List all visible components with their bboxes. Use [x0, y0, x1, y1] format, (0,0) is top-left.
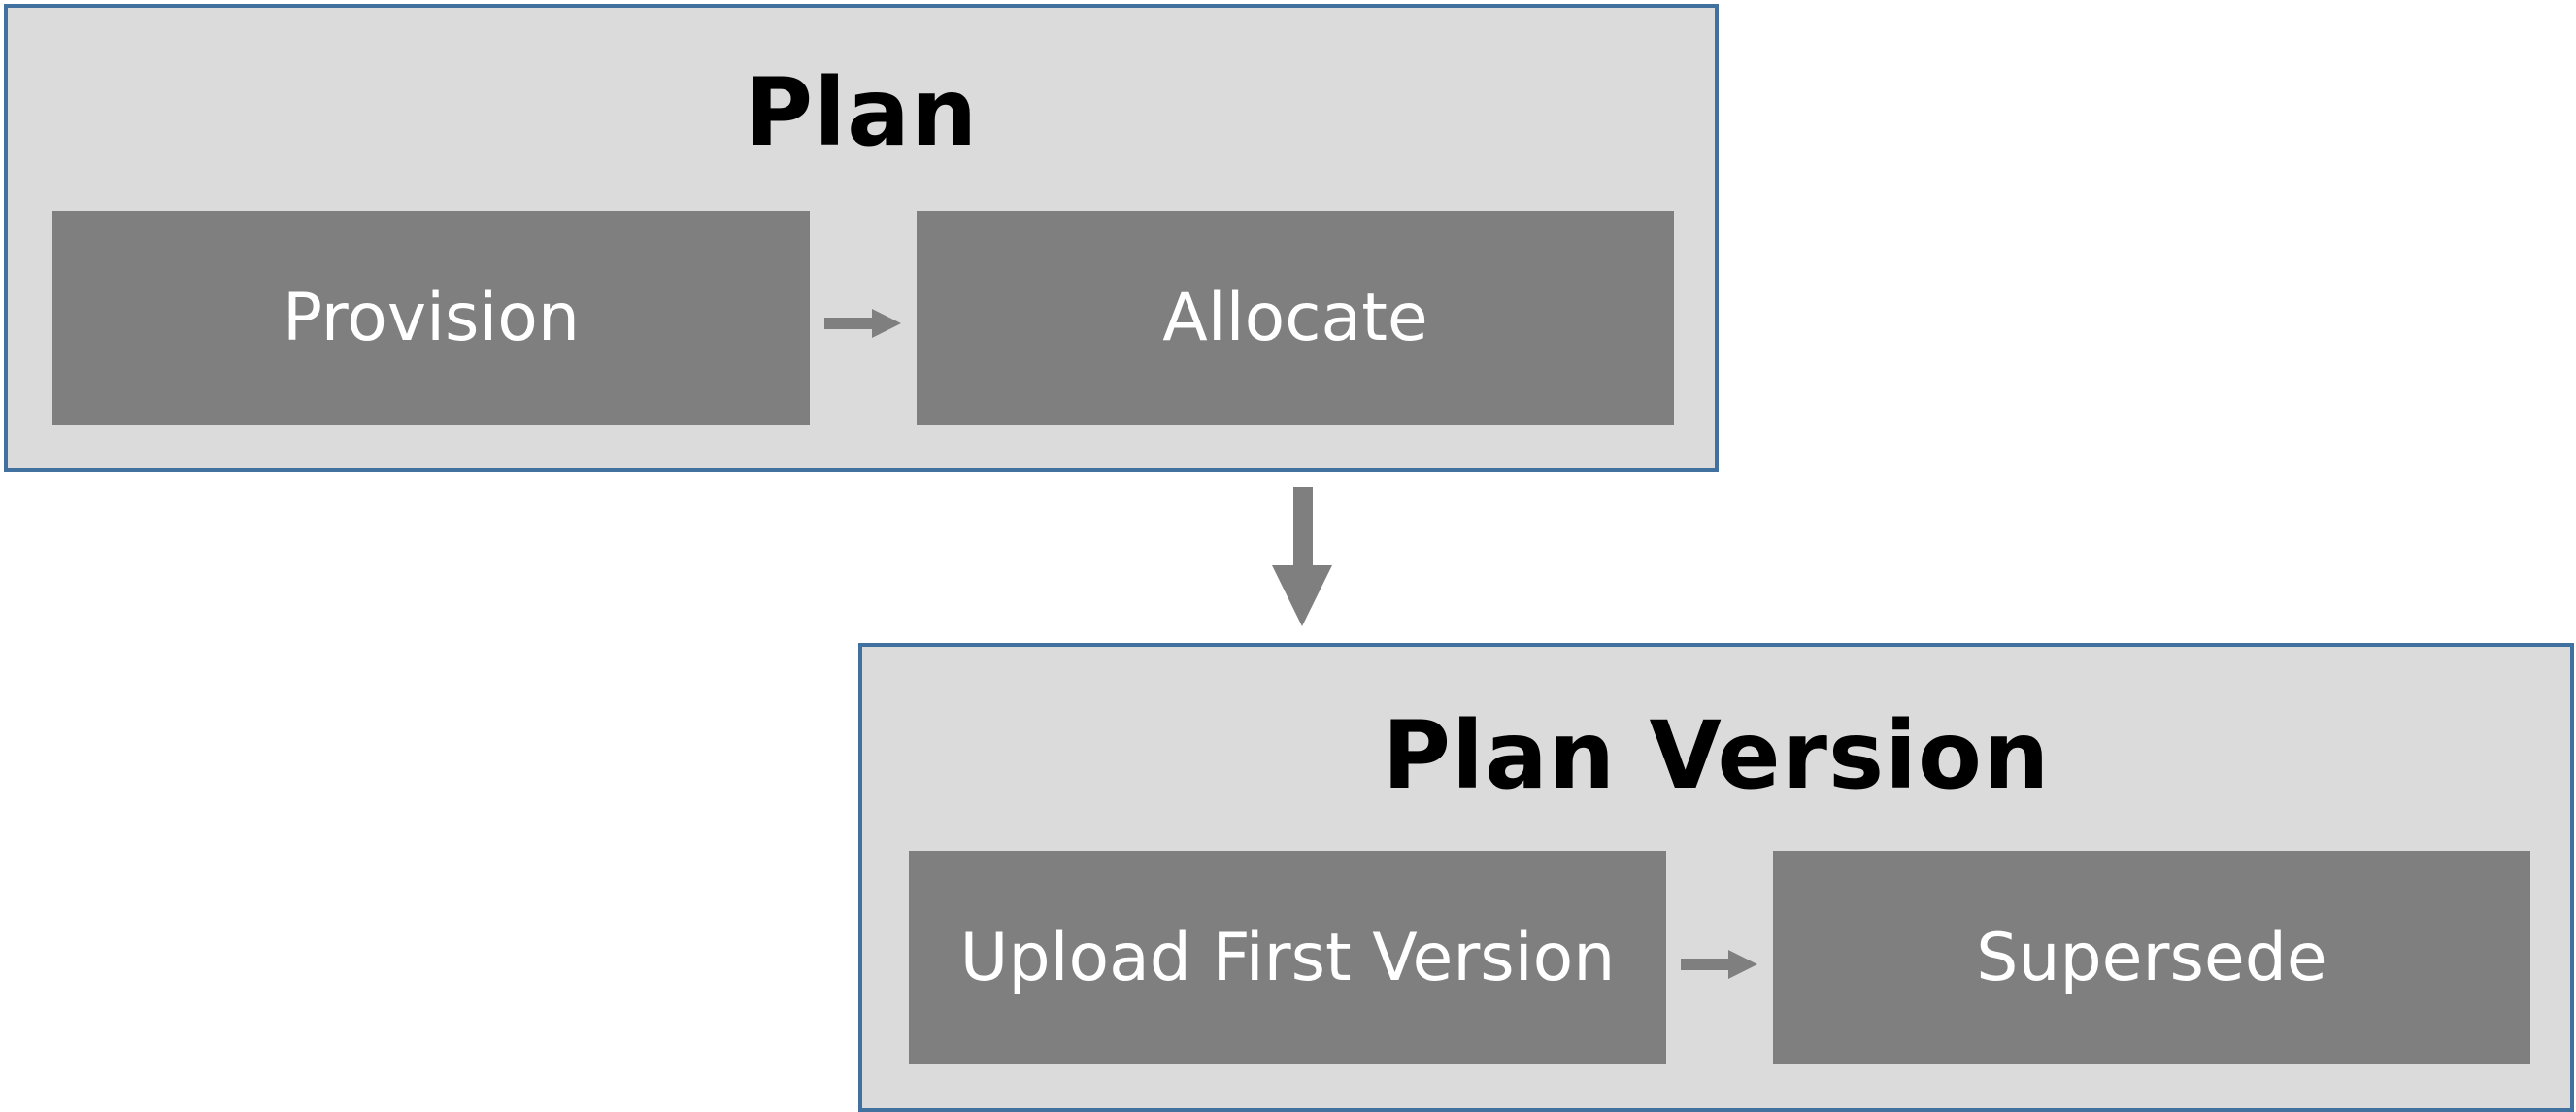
step-allocate: Allocate [917, 211, 1674, 425]
arrow-provision-to-allocate [824, 309, 901, 338]
plan-title: Plan [744, 58, 979, 167]
plan-version-title: Plan Version [1382, 701, 2051, 810]
step-supersede: Supersede [1773, 851, 2530, 1064]
step-upload-first-version: Upload First Version [909, 851, 1666, 1064]
arrow-plan-to-plan-version [1272, 487, 1332, 626]
arrow-upload-to-supersede [1681, 950, 1757, 979]
step-provision: Provision [52, 211, 810, 425]
